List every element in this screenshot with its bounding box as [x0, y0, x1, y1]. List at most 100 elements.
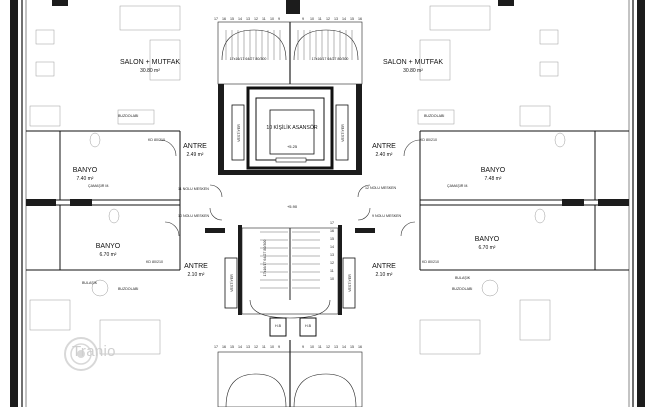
top-stair: [217, 21, 363, 85]
hb-boxes: [269, 317, 317, 337]
area-salon-left: 30.80 m²: [140, 68, 160, 74]
svg-text:11: 11: [318, 345, 322, 349]
svg-text:9: 9: [278, 17, 280, 21]
svg-text:13: 13: [334, 345, 338, 349]
area-banyo-ur: 7.48 m²: [485, 176, 502, 182]
svg-text:10: 10: [270, 345, 274, 349]
svg-text:11: 11: [318, 17, 322, 21]
room-antre-ll: ANTRE: [184, 263, 208, 270]
label-kd-lr: KD 80/210: [422, 260, 439, 264]
mesken-9: 9 NOLU MESKEN: [372, 214, 402, 218]
stair-note-top-left: 17x16/17 64/27 80/300: [230, 57, 267, 61]
area-salon-right: 30.80 m²: [403, 68, 423, 74]
area-antre-lr: 2.10 m²: [376, 272, 393, 278]
svg-text:12: 12: [254, 345, 258, 349]
room-salon-left: SALON + MUTFAK: [120, 59, 180, 66]
area-banyo-ul: 7.40 m²: [77, 176, 94, 182]
core-walls: [205, 0, 375, 315]
room-banyo-lr: BANYO: [475, 236, 500, 243]
svg-text:14: 14: [238, 17, 242, 21]
svg-text:11: 11: [330, 269, 334, 273]
label-camasir-ur: ÇAMAŞIR M.: [447, 184, 468, 188]
area-antre-ll: 2.10 m²: [188, 272, 205, 278]
svg-text:16: 16: [358, 345, 362, 349]
svg-text:12: 12: [326, 345, 330, 349]
vestiyer-label-lr: VESTİYER: [347, 274, 352, 292]
bottom-stair: [217, 340, 363, 407]
room-antre-lr: ANTRE: [372, 263, 396, 270]
vestiyer-columns: [224, 104, 356, 309]
stair-numbers-bottom: 17 16 15 14 13 12 11 10 9 9 10 11 12 13 …: [214, 345, 362, 349]
svg-text:12: 12: [254, 17, 258, 21]
stair-note-top-right: 17x16/17 64/27 80/300: [312, 57, 349, 61]
svg-text:14: 14: [342, 17, 346, 21]
svg-text:12: 12: [326, 17, 330, 21]
room-antre-ur: ANTRE: [372, 143, 396, 150]
svg-text:9: 9: [278, 345, 280, 349]
vestiyer-label-ul: VESTİYER: [236, 124, 241, 142]
mesken-12: 12 NOLU MESKEN: [365, 186, 397, 190]
label-buzdolabi-ul: BUZDOLABI: [118, 114, 138, 118]
svg-text:13: 13: [334, 17, 338, 21]
mesken-10: 10 NOLU MESKEN: [178, 214, 210, 218]
svg-text:17: 17: [214, 345, 218, 349]
stair-numbers-top: 17 16 15 14 13 12 11 10 9 9 10 11 12 13 …: [214, 17, 362, 21]
svg-text:9: 9: [302, 345, 304, 349]
svg-text:16: 16: [330, 229, 334, 233]
label-kd-ul: KD 80/210: [148, 138, 165, 142]
svg-text:13: 13: [246, 345, 250, 349]
svg-text:15: 15: [230, 17, 234, 21]
label-buzdolabi-ur: BUZDOLABI: [424, 114, 444, 118]
furniture: [29, 5, 566, 355]
room-banyo-ll: BANYO: [96, 243, 121, 250]
svg-text:16: 16: [222, 17, 226, 21]
svg-text:13: 13: [330, 253, 334, 257]
mesken-11: 11 NOLU MESKEN: [178, 187, 209, 191]
stair-numbers-mid: 17 16 15 14 13 12 11 10: [330, 221, 334, 281]
room-banyo-ul: BANYO: [73, 167, 98, 174]
svg-text:14: 14: [342, 345, 346, 349]
svg-text:14: 14: [330, 245, 334, 249]
svg-text:11: 11: [262, 345, 266, 349]
mid-level-label: +5.90: [287, 204, 298, 209]
partitions: [26, 130, 629, 271]
svg-text:15: 15: [350, 17, 354, 21]
room-salon-right: SALON + MUTFAK: [383, 59, 443, 66]
svg-text:17: 17: [214, 17, 218, 21]
hb-label-right: H.B: [305, 324, 312, 328]
svg-text:9: 9: [302, 17, 304, 21]
label-kd-ll: KD 80/210: [146, 260, 163, 264]
vestiyer-label-ur: VESTİYER: [340, 124, 345, 142]
watermark-text: Tranio: [72, 343, 116, 360]
middle-stair-treads: [260, 231, 320, 289]
mid-wall-blocks: [26, 199, 629, 206]
svg-text:16: 16: [358, 17, 362, 21]
room-antre-ul: ANTRE: [183, 143, 207, 150]
svg-text:13: 13: [246, 17, 250, 21]
label-kd-ur: KD 80/210: [420, 138, 437, 142]
svg-text:14: 14: [238, 345, 242, 349]
svg-text:16: 16: [222, 345, 226, 349]
label-buzdolabi-lr: BUZDOLABI: [452, 287, 472, 291]
svg-text:11: 11: [262, 17, 266, 21]
svg-text:15: 15: [330, 237, 334, 241]
door-swings: [159, 139, 421, 237]
svg-text:17: 17: [330, 221, 334, 225]
area-antre-ur: 2.40 m²: [376, 152, 393, 158]
elevator-label: 10 KİŞİLİK ASANSÖR: [266, 124, 318, 131]
room-banyo-ur: BANYO: [481, 167, 506, 174]
middle-stair: [241, 227, 339, 319]
area-banyo-ll: 6.70 m²: [100, 252, 117, 258]
exterior-wall-fills: [10, 0, 645, 407]
label-bulasik-lr: BULAŞIK: [455, 276, 471, 280]
elevator-level: +5.25: [287, 144, 298, 149]
watermark-logo-icon: [64, 337, 98, 371]
svg-text:10: 10: [270, 17, 274, 21]
elevator-shaft: [246, 86, 334, 170]
label-bulasik-ll: BULAŞIK: [82, 281, 98, 285]
svg-text:12: 12: [330, 261, 334, 265]
area-banyo-lr: 6.70 m²: [479, 245, 496, 251]
area-antre-ul: 2.49 m²: [187, 152, 204, 158]
svg-text:10: 10: [310, 345, 314, 349]
